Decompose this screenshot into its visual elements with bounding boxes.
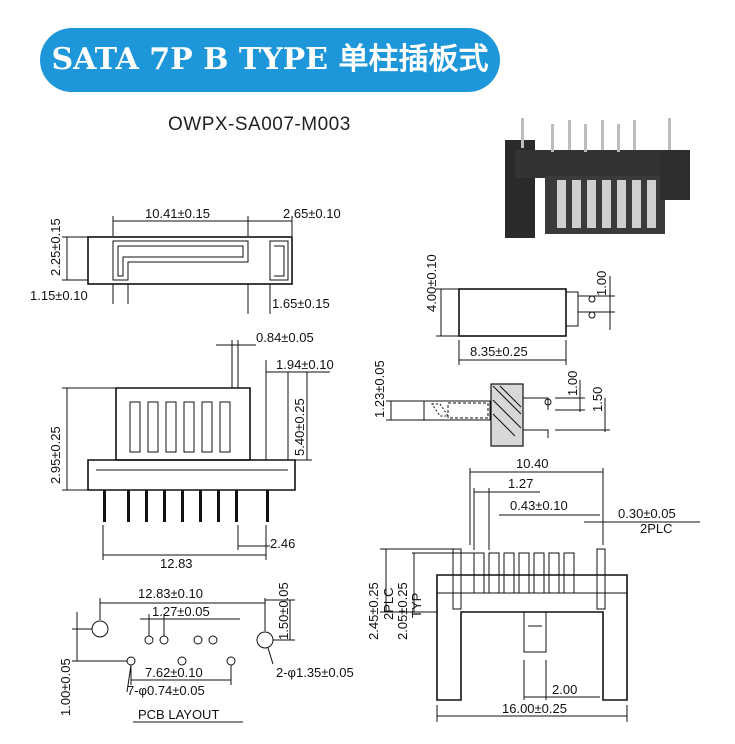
dim-front-pitch-total: 12.83 [160,556,193,571]
title-text: SATA 7P B TYPE 单柱插板式 [51,42,489,77]
dim-front-pin-width: 0.84±0.05 [256,330,314,345]
dim-rear-pin-height: 2.05±0.25 [395,582,410,640]
dim-side-length: 8.35±0.25 [470,344,528,359]
dim-top-width: 10.41±0.15 [145,206,210,221]
dim-pcb-small-holes: 7-φ0.74±0.05 [127,683,205,698]
dim-rear-total: 16.00±0.25 [502,701,567,716]
dim-rear-post-height: 2.45±0.25 [366,582,381,640]
dim-top-latch: 2.65±0.10 [283,206,341,221]
dim-pcb-pitch: 1.27±0.05 [152,604,210,619]
dim-rear-post-width: 0.30±0.05 [618,506,676,521]
dim-side-height: 4.00±0.10 [424,254,439,312]
dim-pcb-row: 1.50±0.05 [276,582,291,640]
pcb-layout-label: PCB LAYOUT [138,707,219,722]
dim-pcb-width: 12.83±0.10 [138,586,203,601]
side-view-lower [386,380,610,447]
dim-rear-post-height-plc: 2PLC [381,587,396,620]
rear-view [380,468,700,722]
dim-front-total: 5.40±0.25 [292,398,307,456]
part-number: OWPX-SA007-M003 [168,114,351,135]
dim-rear-key: 2.00 [552,682,577,697]
dim-rear-pin-width: 0.43±0.10 [510,498,568,513]
dim-pcb-span: 7.62±0.10 [145,665,203,680]
dim-rear-width: 10.40 [516,456,549,471]
pcb-layout [72,598,295,723]
dim-front-latch: 1.94±0.10 [276,357,334,372]
dim-pcb-offset: 1.00±0.05 [58,658,73,716]
dim-top-gap: 1.65±0.15 [272,296,330,311]
dim-front-post: 2.46 [270,536,295,551]
dim-rear-post-plc: 2PLC [640,521,673,536]
dim-top-height: 2.25±0.15 [48,218,63,276]
dim-side-lower-offset: 1.50 [590,387,605,412]
dim-pcb-large-holes: 2-φ1.35±0.05 [276,665,354,680]
dim-side-lower-height: 1.23±0.05 [372,360,387,418]
dim-side-lower-pin: 1.00 [565,371,580,396]
connector-photo [505,118,690,238]
dim-side-pin-pitch: 1.00 [594,271,609,296]
side-view-upper [436,276,615,365]
title-banner: SATA 7P B TYPE 单柱插板式 [40,28,500,92]
dim-rear-pin-typ: TYP [409,593,424,618]
dim-rear-pitch: 1.27 [508,476,533,491]
dim-front-height: 2.95±0.25 [48,426,63,484]
front-view [62,340,330,560]
top-view [62,216,293,314]
dim-top-wall: 1.15±0.10 [30,288,88,303]
